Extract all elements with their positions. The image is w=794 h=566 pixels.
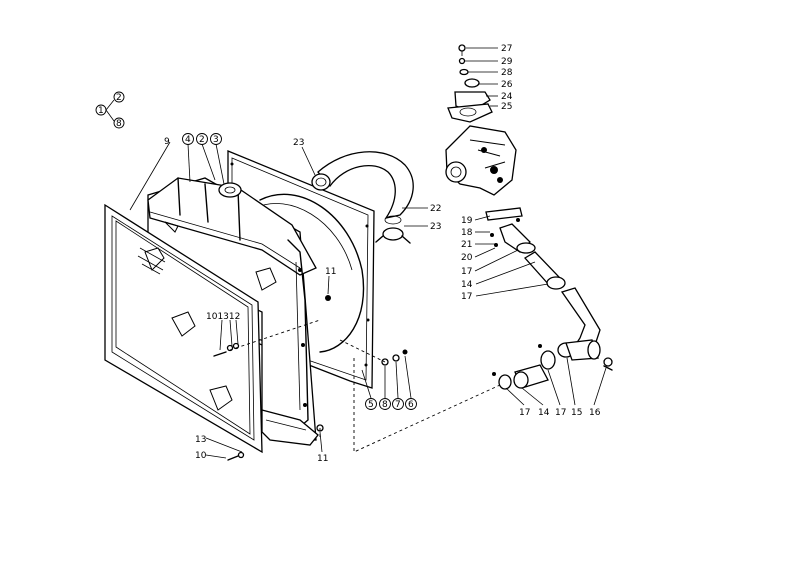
callout-21: 21 [461,240,472,250]
hose-callouts: 23 22 23 [293,138,441,232]
callout-6: 6 [408,400,414,410]
thermostat-callouts: 27 29 28 26 24 25 [501,44,513,112]
lower-hose-callouts: 17 14 17 15 16 [519,408,601,418]
callout-17-c: 17 [519,408,530,418]
callout-10-13-12: 101312 [206,312,240,322]
callout-16: 16 [589,408,601,418]
radiator-body [147,177,319,446]
callout-23-lower: 23 [430,222,441,232]
callout-9: 9 [164,137,170,147]
callout-18: 18 [461,228,473,238]
outlet-callouts: 19 18 21 20 17 14 17 [461,216,473,302]
callout-2: 2 [199,135,205,145]
callout-11-upper: 11 [325,267,336,277]
callout-13: 13 [195,435,206,445]
callout-14-a: 14 [461,280,473,290]
callout-11-lower: 11 [317,454,328,464]
callout-2-small: 2 [116,93,122,103]
callout-8: 8 [382,400,388,410]
upper-hose-assembly [311,151,414,244]
callout-29: 29 [501,57,513,67]
callout-5: 5 [368,400,374,410]
callout-28: 28 [501,68,513,78]
legend-group-1-2-8: 1 2 8 [95,91,125,129]
leader-lines [129,47,607,459]
callout-3: 3 [213,135,219,145]
callout-4: 4 [185,135,191,145]
callout-17-a: 17 [461,267,472,277]
fasteners [213,295,408,461]
callout-25: 25 [501,102,512,112]
callout-19: 19 [461,216,473,226]
fastener-callouts: 11 101312 13 10 11 [195,267,336,464]
callout-10: 10 [195,451,207,461]
callout-24: 24 [501,92,513,102]
callout-17-b: 17 [461,292,472,302]
callout-17-d: 17 [555,408,566,418]
thermostat-housing [447,44,493,123]
circled-callouts-top: 9 4 2 3 [164,133,222,147]
outlet-elbow [485,207,536,254]
circled-callouts-bottom: 5 8 7 6 [365,398,417,410]
callout-27: 27 [501,44,512,54]
callout-23-upper: 23 [293,138,304,148]
callout-20: 20 [461,253,473,263]
callout-1: 1 [98,106,104,116]
callout-14-b: 14 [538,408,550,418]
callout-8-small: 8 [116,119,122,129]
callout-22: 22 [430,204,441,214]
front-screen [104,203,277,454]
callout-26: 26 [501,80,513,90]
lower-hose-assembly [492,251,613,390]
callout-7: 7 [395,400,401,410]
water-pump-housing [445,125,517,196]
callout-15: 15 [571,408,582,418]
